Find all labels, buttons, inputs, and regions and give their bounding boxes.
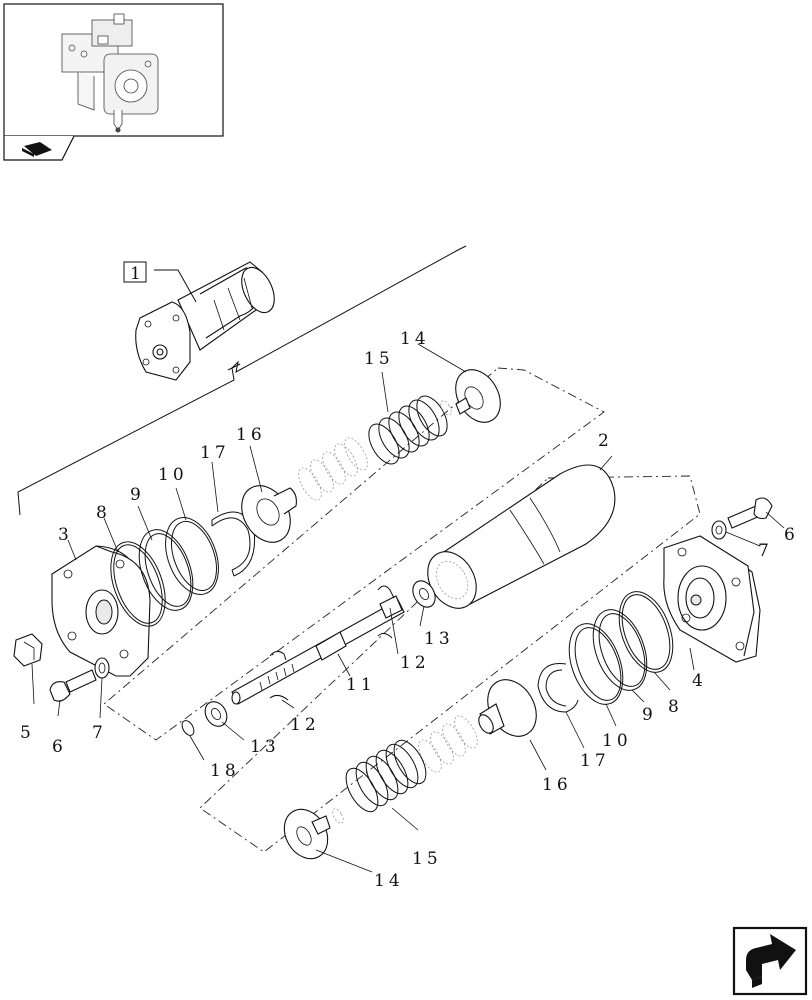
spring-part-15-upper xyxy=(368,395,448,465)
callout-11: 11 xyxy=(346,675,376,695)
callout-13-upper: 13 xyxy=(424,629,454,649)
callout-16-upper: 16 xyxy=(236,425,266,445)
callout-13-lower: 13 xyxy=(250,737,280,757)
callout-17-upper: 17 xyxy=(200,443,230,463)
retainer-part-14-upper xyxy=(440,369,501,423)
callout-18: 18 xyxy=(210,761,240,781)
callout-15-upper: 15 xyxy=(364,349,394,369)
spring-ghost-lower xyxy=(418,715,478,773)
callout-12-upper: 12 xyxy=(400,653,430,673)
book-icon xyxy=(22,142,52,157)
callout-7-right: 7 xyxy=(758,541,773,561)
callout-16-lower: 16 xyxy=(542,775,572,795)
pin-part-12-upper xyxy=(377,585,395,639)
spring-seat-part-16-lower xyxy=(478,679,537,737)
washer-part-7-right xyxy=(711,520,727,540)
callout-10-right: 10 xyxy=(602,731,632,751)
callout-9-left: 9 xyxy=(130,485,145,505)
seal-part-9-right xyxy=(592,609,648,691)
callout-17-lower: 17 xyxy=(580,751,610,771)
next-page-arrow-icon[interactable] xyxy=(732,926,808,996)
seal-part-10-left xyxy=(165,517,219,595)
callout-14-lower: 14 xyxy=(374,871,404,891)
callout-14-upper: 14 xyxy=(400,329,430,349)
cover-part-4 xyxy=(663,535,761,663)
bolt-part-6-left xyxy=(49,669,97,702)
seal-part-9-left xyxy=(138,529,194,611)
o-ring-part-8-left xyxy=(110,541,166,627)
sleeve-part-2 xyxy=(427,464,616,609)
callout-15-lower: 15 xyxy=(412,849,442,869)
nut-part-5 xyxy=(13,633,43,667)
bushing-part-13-upper xyxy=(412,580,436,608)
spring-part-15-lower xyxy=(345,739,427,813)
callout-2: 2 xyxy=(598,431,613,451)
spring-ghost-upper xyxy=(298,437,368,501)
pump-thumbnail-icon xyxy=(61,13,159,133)
o-ring-part-8-right xyxy=(618,591,674,673)
callout-4: 4 xyxy=(692,671,707,691)
callout-9-right: 9 xyxy=(642,705,657,725)
callout-7-left: 7 xyxy=(92,723,107,743)
pin-part-12-lower xyxy=(269,650,289,701)
leader-lines xyxy=(31,343,785,873)
callout-5: 5 xyxy=(20,723,35,743)
reference-assembly-part-1 xyxy=(123,261,275,381)
spring-seat-part-16-left xyxy=(241,485,297,543)
callout-3: 3 xyxy=(58,525,73,545)
callout-6-right: 6 xyxy=(784,525,799,545)
callout-8-right: 8 xyxy=(668,697,683,717)
shaft-part-11 xyxy=(231,595,405,705)
bushing-part-13-lower xyxy=(204,701,228,727)
cover-part-3 xyxy=(51,545,151,677)
callout-1: 1 xyxy=(130,264,145,284)
circlip-part-17-right xyxy=(537,662,579,713)
bolt-part-6-right xyxy=(727,497,773,529)
callout-12-lower: 12 xyxy=(290,715,320,735)
washer-part-7-left xyxy=(94,657,110,679)
snap-ring-part-18 xyxy=(181,720,195,736)
seal-part-10-right xyxy=(568,623,624,705)
callout-8-left: 8 xyxy=(96,503,111,523)
retainer-part-14-lower xyxy=(283,808,344,860)
thumbnail-panel[interactable] xyxy=(3,3,224,161)
callout-6-left: 6 xyxy=(52,737,67,757)
callout-10-left: 10 xyxy=(158,465,188,485)
